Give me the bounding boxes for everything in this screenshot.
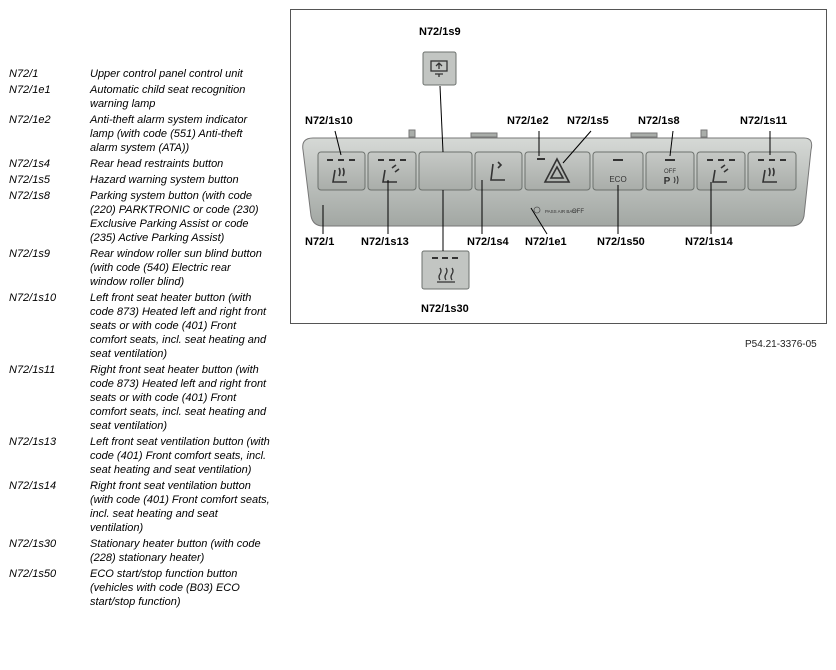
button-s13[interactable] [367, 151, 417, 191]
legend-row: N72/1s10 Left front seat heater button (w… [9, 291, 274, 361]
leader-lines [322, 85, 771, 251]
pass-off-label: OFF [572, 209, 584, 215]
legend-description: Anti-theft alarm system indicator lamp (… [90, 114, 248, 154]
pass-airbag-label: PASS AIR BAG [545, 209, 576, 214]
legend-code: N72/1s30 [9, 538, 57, 550]
callout-e2: N72/1e2 [507, 115, 549, 127]
button-s5[interactable] [524, 151, 591, 191]
legend-row: N72/1 Upper control panel control unit [9, 67, 274, 81]
legend-code: N72/1s9 [9, 248, 50, 260]
legend-code: N72/1s50 [9, 568, 57, 580]
parking-off-label: OFF [664, 169, 676, 175]
seat-ventilation-icon [712, 164, 729, 183]
legend-row: N72/1s14 Right front seat ventilation but… [9, 479, 274, 535]
callout-unit: N72/1 [305, 236, 334, 248]
legend-code: N72/1 [9, 68, 39, 80]
legend-row: N72/1s13 Left front seat ventilation butt… [9, 435, 274, 477]
hazard-warning-icon [543, 157, 571, 183]
eco-label: ECO [609, 175, 626, 184]
legend-row: N72/1s8 Parking system button (with code … [9, 189, 274, 245]
child-seat-warning-lamp [533, 206, 541, 214]
rear-sun-blind-button[interactable] [422, 51, 457, 86]
button-s8[interactable]: OFF P [645, 151, 695, 191]
legend-row: N72/1s50 ECO start/stop function button (… [9, 567, 274, 609]
legend-code: N72/1s10 [9, 292, 57, 304]
sun-blind-icon [430, 60, 448, 77]
callout-s14: N72/1s14 [685, 236, 734, 248]
legend-code: N72/1s5 [9, 174, 50, 186]
legend-code: N72/1s11 [9, 364, 56, 376]
callout-s13: N72/1s13 [361, 236, 409, 248]
stationary-heater-button[interactable] [421, 250, 470, 290]
legend-description: Rear window roller sun blind button (wit… [90, 248, 262, 288]
legend-code: N72/1e2 [9, 114, 51, 126]
legend-code: N72/1s14 [9, 480, 57, 492]
legend-code: N72/1s13 [9, 436, 57, 448]
button-s50[interactable]: ECO [592, 151, 644, 191]
callout-s5: N72/1s5 [567, 115, 609, 127]
legend-row: N72/1s9 Rear window roller sun blind butt… [9, 247, 274, 289]
button-s4[interactable] [474, 151, 523, 191]
legend-code: N72/1s4 [9, 158, 50, 170]
rear-head-restraint-icon [490, 161, 505, 181]
button-s11[interactable] [747, 151, 797, 191]
callout-s9: N72/1s9 [419, 26, 461, 38]
legend-code: N72/1s8 [9, 190, 50, 202]
legend-description: Upper control panel control unit [90, 68, 243, 80]
callout-s30: N72/1s30 [421, 303, 469, 315]
legend-row: N72/1s30 Stationary heater button (with c… [9, 537, 274, 565]
parking-p-label: P [664, 176, 671, 187]
callout-s50: N72/1s50 [597, 236, 645, 248]
passenger-airbag-indicator: PASS AIR BAG OFF [533, 206, 584, 215]
callout-s11: N72/1s11 [740, 115, 787, 127]
button-s9-slot[interactable] [418, 151, 473, 191]
legend-row: N72/1e2 Anti-theft alarm system indicator… [9, 113, 274, 155]
legend-description: Automatic child seat recognition warning… [90, 84, 246, 110]
legend-row: N72/1e1 Automatic child seat recognition … [9, 83, 274, 111]
button-s14[interactable] [696, 151, 746, 191]
figure-id: P54.21-3376-05 [745, 339, 817, 350]
callout-s8: N72/1s8 [638, 115, 680, 127]
legend-description: Stationary heater button (with code (228… [90, 538, 261, 564]
button-s10[interactable] [317, 151, 366, 191]
legend-description: ECO start/stop function button (vehicles… [90, 568, 240, 608]
legend-description: Rear head restraints button [90, 158, 224, 170]
legend-row: N72/1s5 Hazard warning system button [9, 173, 274, 187]
legend-description: Left front seat ventilation button (with… [90, 436, 270, 476]
callout-e1: N72/1e1 [525, 236, 567, 248]
callout-s10: N72/1s10 [305, 115, 353, 127]
seat-heater-icon [762, 167, 777, 183]
stationary-heater-icon [437, 267, 455, 283]
legend-description: Right front seat heater button (with cod… [90, 364, 267, 432]
legend-code: N72/1e1 [9, 84, 51, 96]
seat-heater-icon [332, 167, 347, 183]
panel-top-tabs [408, 129, 708, 138]
diagram-svg: ECO OFF P PASS AIR BAG OFF [302, 26, 813, 315]
legend-row: N72/1s11 Right front seat heater button (… [9, 363, 274, 433]
legend-description: Left front seat heater button (with code… [90, 292, 267, 360]
legend-description: Parking system button (with code (220) P… [90, 190, 259, 244]
legend-description: Hazard warning system button [90, 174, 239, 186]
legend-description: Right front seat ventilation button (wit… [90, 480, 270, 534]
parking-waves-icon [673, 175, 679, 185]
control-panel-figure: ECO OFF P PASS AIR BAG OFF [290, 9, 827, 324]
seat-ventilation-icon [382, 164, 400, 183]
legend-row: N72/1s4 Rear head restraints button [9, 157, 274, 171]
callout-s4: N72/1s4 [467, 236, 509, 248]
